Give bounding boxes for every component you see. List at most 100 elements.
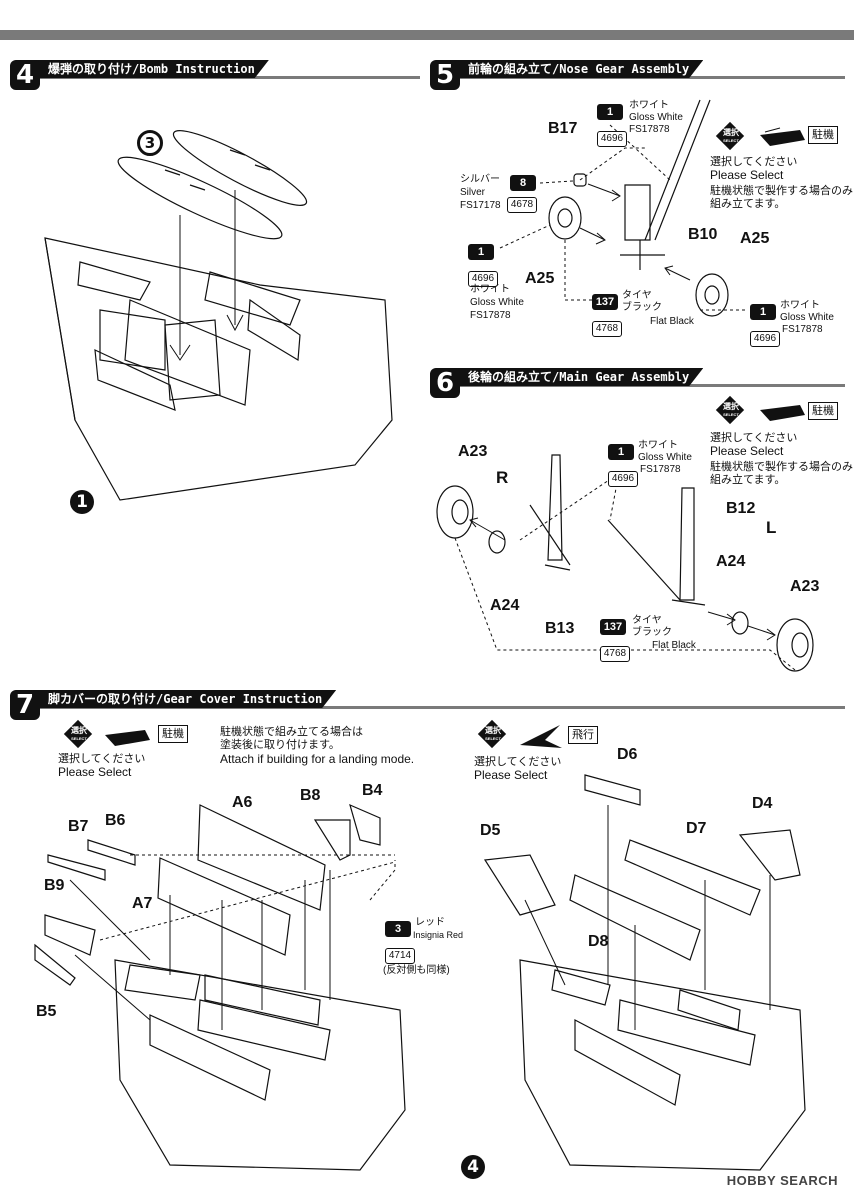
part-b8: B8 xyxy=(300,787,321,804)
nose-gear-drawing xyxy=(548,99,729,317)
step-6-header: 後輪の組み立て/Main Gear Assembly 6 xyxy=(430,368,845,398)
paint-code: 4696 xyxy=(608,471,638,487)
gear-cover-flight-arrows xyxy=(524,805,771,1030)
paint-jp: ブラック xyxy=(632,627,672,638)
mode-parked: 駐機 xyxy=(808,402,838,420)
select-jp: 選択してください xyxy=(710,156,798,168)
paint-code: 4678 xyxy=(507,197,537,213)
paint-number: 137 xyxy=(592,294,618,310)
part-a24: A24 xyxy=(716,553,746,570)
paint-number: 1 xyxy=(608,444,634,460)
parked-note-1: 駐機状態で製作する場合のみ xyxy=(710,461,853,473)
bomb-arrows xyxy=(169,190,244,361)
mode-flight: 飛行 xyxy=(568,726,598,744)
paint-fs: FS17878 xyxy=(640,464,681,475)
paint-number: 1 xyxy=(597,104,623,120)
step-number: 4 xyxy=(10,60,40,90)
step-number: 5 xyxy=(430,60,460,90)
landing-note-2: 塗装後に取り付けます。 xyxy=(220,739,340,751)
paint-code: 4696 xyxy=(750,331,780,347)
paint-jp: タイヤ xyxy=(622,290,652,301)
top-divider xyxy=(0,30,854,40)
part-d7: D7 xyxy=(686,820,707,837)
select-badge-top: 選択 xyxy=(723,128,739,137)
step-number: 7 xyxy=(10,690,40,720)
paint-red-note: (反対側も同様) xyxy=(383,965,450,976)
part-d5: D5 xyxy=(480,822,501,839)
select-en: Please Select xyxy=(710,168,784,182)
select-badge: 選択 SELECT xyxy=(477,719,507,749)
select-en: Please Select xyxy=(58,765,132,779)
paint-code: 4768 xyxy=(600,646,630,662)
page-number: 4 xyxy=(461,1155,485,1179)
paint-code: 4768 xyxy=(592,321,622,337)
paint-en: Gloss White xyxy=(638,452,692,463)
select-badge: 選択 SELECT xyxy=(715,121,745,151)
select-jp: 選択してください xyxy=(58,753,146,765)
parked-note-2: 組み立てます。 xyxy=(710,198,786,210)
paint-number: 137 xyxy=(600,619,626,635)
paint-en: Gloss White xyxy=(629,112,683,123)
paint-jp: タイヤ xyxy=(632,615,662,626)
paint-white-callout-4: 1 ホワイト Gloss White 4696 FS17878 xyxy=(608,440,692,487)
paint-jp: ホワイト xyxy=(780,300,820,311)
watermark: HOBBY SEARCH xyxy=(726,1173,838,1188)
part-a23: A23 xyxy=(790,578,820,595)
part-a6: A6 xyxy=(232,794,253,811)
step-5-header: 前輪の組み立て/Nose Gear Assembly 5 xyxy=(430,60,845,90)
paint-code: 4696 xyxy=(597,131,627,147)
paint-jp: ホワイト xyxy=(470,284,510,295)
select-badge: 選択 SELECT xyxy=(715,395,745,425)
paint-number: 1 xyxy=(468,244,494,260)
select-jp: 選択してください xyxy=(710,432,798,444)
mode-parked: 駐機 xyxy=(808,126,838,144)
paint-black-callout: 137 4768 タイヤ ブラック Flat Black xyxy=(592,290,694,337)
paint-fs: FS17878 xyxy=(629,124,670,135)
main-gear-arrows xyxy=(469,517,776,641)
select-en: Please Select xyxy=(474,768,548,782)
step4-fuselage-drawing xyxy=(44,237,393,501)
paint-white-callout-2: 1 4696 ホワイト Gloss White FS17878 xyxy=(468,240,524,321)
part-a7: A7 xyxy=(132,895,153,912)
paint-code: 4696 xyxy=(468,271,498,287)
select-badge-top: 選択 xyxy=(71,726,87,735)
part-d8: D8 xyxy=(588,933,609,950)
part-b13: B13 xyxy=(545,620,575,637)
select-badge-bottom: SELECT xyxy=(71,736,87,741)
select-badge-bottom: SELECT xyxy=(723,412,739,417)
part-b5: B5 xyxy=(36,1003,57,1020)
paint-en: Insignia Red xyxy=(413,930,464,940)
part-a23: A23 xyxy=(458,443,488,460)
select-badge-top: 選択 xyxy=(723,402,739,411)
paint-jp: ホワイト xyxy=(629,100,669,111)
select-badge-bottom: SELECT xyxy=(723,138,739,143)
part-b7: B7 xyxy=(68,818,89,835)
paint-white-callout: 1 ホワイト Gloss White 4696 FS17878 xyxy=(597,100,683,147)
step-7-header: 脚カバーの取り付け/Gear Cover Instruction 7 xyxy=(10,690,845,720)
bombs-drawing xyxy=(117,130,308,240)
paint-jp: シルバー xyxy=(460,174,500,185)
paint-red-callout: 3 レッド Insignia Red 4714 xyxy=(385,917,463,964)
step-rule xyxy=(30,706,845,709)
paint-en: Gloss White xyxy=(470,297,524,308)
paint-en: Silver xyxy=(460,187,486,198)
select-jp: 選択してください xyxy=(474,756,562,768)
paint-fs: FS17878 xyxy=(470,310,511,321)
paint-jp: レッド xyxy=(415,917,445,928)
gear-cover-landing-leaders xyxy=(99,854,396,941)
paint-fs: FS17878 xyxy=(782,324,823,335)
paint-en: Flat Black xyxy=(652,640,696,651)
part-a25: A25 xyxy=(740,230,770,247)
step-title: 脚カバーの取り付け/Gear Cover Instruction xyxy=(34,690,336,708)
part-b9: B9 xyxy=(44,877,65,894)
paint-white-callout-3: 1 ホワイト Gloss White 4696 FS17878 xyxy=(750,300,834,347)
mode-parked: 駐機 xyxy=(158,725,188,743)
paint-code: 4714 xyxy=(385,948,415,964)
step-4-header: 爆弾の取り付け/Bomb Instruction 4 xyxy=(10,60,420,90)
side-l: L xyxy=(766,518,777,537)
part-a25: A25 xyxy=(525,270,555,287)
part-a24: A24 xyxy=(490,597,520,614)
part-d6: D6 xyxy=(617,746,638,763)
select-badge-top: 選択 xyxy=(485,726,501,735)
